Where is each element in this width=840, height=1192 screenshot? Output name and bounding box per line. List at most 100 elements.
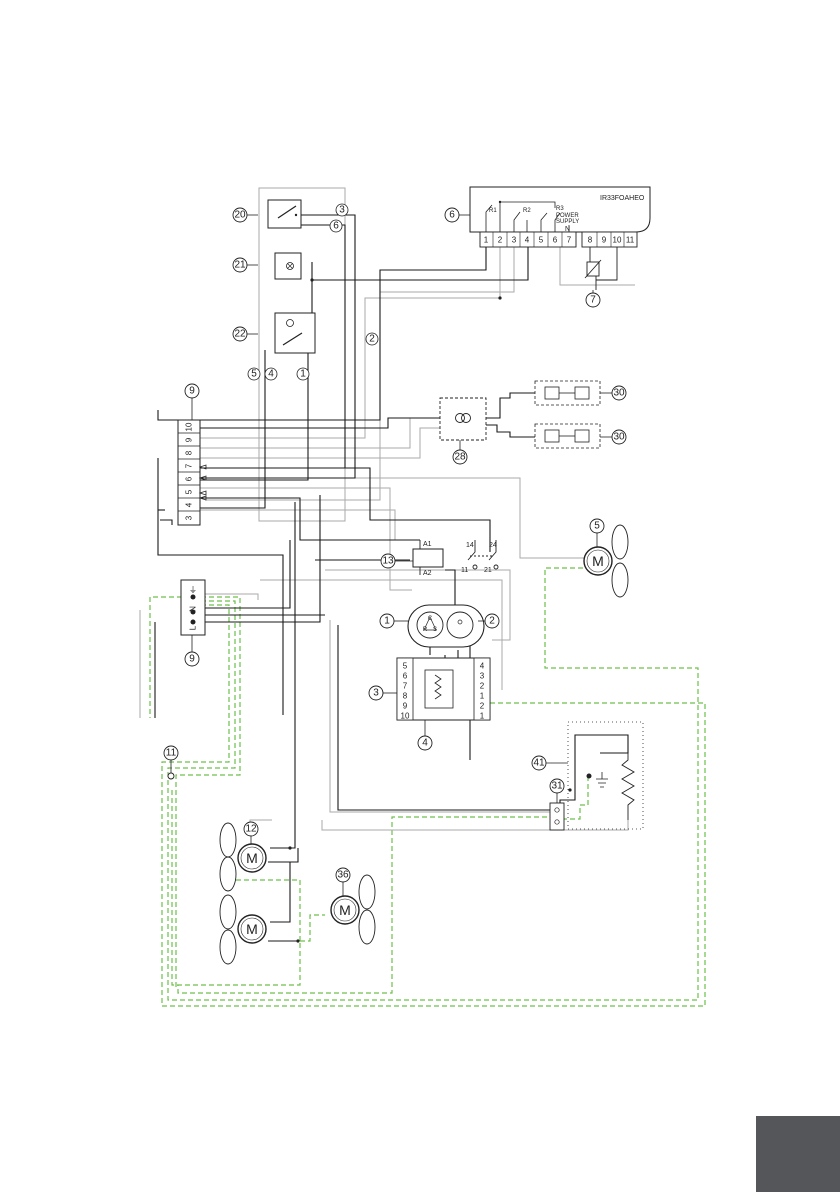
rl-5: 5 bbox=[403, 662, 408, 671]
relay-r1-label: R1 bbox=[489, 208, 497, 214]
tb-6: 6 bbox=[185, 476, 194, 481]
tb-4: 4 bbox=[185, 502, 194, 507]
transformer-28 bbox=[440, 398, 486, 440]
tb-7: 7 bbox=[185, 463, 194, 468]
tb-10: 10 bbox=[185, 422, 194, 431]
start-relay-3-4: 5 6 7 8 9 10 4 3 2 1 2 1 bbox=[397, 658, 490, 721]
rl-7: 7 bbox=[403, 682, 408, 691]
callout-6: 6 bbox=[449, 210, 455, 221]
fan-motor-5: M bbox=[584, 525, 628, 597]
rr-4: 4 bbox=[480, 662, 485, 671]
rl-8: 8 bbox=[403, 692, 408, 701]
motor-12a-label: M bbox=[246, 850, 258, 866]
relay-r2-label: R2 bbox=[523, 208, 531, 214]
ctrl-term-8: 8 bbox=[588, 236, 593, 245]
callout-9-upper: 9 bbox=[189, 386, 195, 397]
wire-2: 2 bbox=[369, 334, 375, 345]
ctrl-term-2: 2 bbox=[498, 236, 503, 245]
wire-numbers: 3 6 2 5 4 1 bbox=[248, 204, 378, 380]
callout-2: 2 bbox=[489, 616, 495, 627]
callout-12: 12 bbox=[245, 824, 257, 835]
comp-c: C bbox=[428, 616, 433, 622]
callout-30-bottom: 30 bbox=[613, 432, 625, 443]
wire-1: 1 bbox=[300, 369, 306, 380]
ctrl-term-3: 3 bbox=[512, 236, 517, 245]
ctrl-term-1: 1 bbox=[484, 236, 489, 245]
callout-22: 22 bbox=[234, 329, 246, 340]
rr-2: 2 bbox=[480, 682, 485, 691]
ctrl-term-6: 6 bbox=[553, 236, 558, 245]
ctrl-term-10: 10 bbox=[613, 236, 622, 245]
callout-41: 41 bbox=[533, 758, 545, 769]
wire-5: 5 bbox=[251, 369, 257, 380]
comp-r: R bbox=[423, 627, 428, 633]
power-block: ⏚ N L bbox=[181, 580, 205, 635]
fan-motor-12a: M bbox=[220, 823, 266, 891]
tb-3: 3 bbox=[185, 515, 194, 520]
callout-4: 4 bbox=[422, 738, 428, 749]
page-tab bbox=[756, 1116, 840, 1192]
callout-20: 20 bbox=[234, 210, 246, 221]
callouts: 20 21 22 6 7 9 9 28 30 30 5 13 1 2 3 4 4… bbox=[164, 208, 626, 896]
callout-30-top: 30 bbox=[613, 388, 625, 399]
rr-1: 1 bbox=[480, 692, 485, 701]
callout-7: 7 bbox=[590, 295, 596, 306]
motor-36-label: M bbox=[339, 902, 351, 918]
callout-36: 36 bbox=[337, 870, 349, 881]
fan-motor-36: M bbox=[331, 875, 375, 944]
controller-model: IR33FOAHEO bbox=[600, 195, 645, 202]
tb-8: 8 bbox=[185, 450, 194, 455]
coil-a2: A2 bbox=[423, 570, 432, 577]
heater-30-top bbox=[535, 381, 600, 405]
tb-9: 9 bbox=[185, 437, 194, 442]
ctrl-term-5: 5 bbox=[539, 236, 544, 245]
ctrl-term-4: 4 bbox=[525, 236, 530, 245]
tb-5: 5 bbox=[185, 489, 194, 494]
heater-30-bottom bbox=[535, 424, 600, 448]
contact-14: 14 bbox=[466, 542, 474, 549]
rr-1b: 1 bbox=[480, 712, 485, 721]
contact-11: 11 bbox=[461, 567, 468, 574]
terminal-11 bbox=[168, 773, 174, 779]
callout-3: 3 bbox=[373, 688, 379, 699]
callout-31: 31 bbox=[551, 781, 563, 792]
rl-10: 10 bbox=[401, 712, 410, 721]
heater-41 bbox=[568, 722, 643, 829]
callout-13: 13 bbox=[382, 556, 394, 567]
rr-2b: 2 bbox=[480, 702, 485, 711]
rl-6: 6 bbox=[403, 672, 408, 681]
callout-5: 5 bbox=[594, 521, 600, 532]
controller-6: IR33FOAHEO 1 2 3 4 5 6 7 8 9 10 11 R1 R2… bbox=[470, 187, 650, 247]
relay-r3-label: R3 bbox=[556, 206, 564, 212]
fan-motor-12b: M bbox=[220, 895, 266, 964]
grey-wires bbox=[140, 188, 635, 830]
comp-s: S bbox=[433, 627, 437, 633]
contact-21: 21 bbox=[484, 567, 492, 574]
pb-earth: ⏚ bbox=[189, 586, 197, 595]
callout-11: 11 bbox=[166, 748, 177, 759]
motor-12b-label: M bbox=[246, 921, 258, 937]
rl-9: 9 bbox=[403, 702, 408, 711]
callout-21: 21 bbox=[234, 260, 246, 271]
coil-a1: A1 bbox=[423, 541, 432, 548]
callout-28: 28 bbox=[454, 452, 466, 463]
pb-live: L bbox=[189, 625, 198, 630]
switch-lamp-22 bbox=[275, 313, 315, 353]
rr-3: 3 bbox=[480, 672, 485, 681]
switch-20 bbox=[268, 200, 301, 228]
terminal-block-upper: 10 9 8 7 6 5 4 3 bbox=[178, 420, 206, 525]
motor-5-label: M bbox=[592, 553, 604, 569]
callout-9-lower: 9 bbox=[189, 654, 195, 665]
ctrl-term-7: 7 bbox=[567, 236, 572, 245]
earth-terminal-31 bbox=[550, 803, 564, 830]
wire-3: 3 bbox=[339, 205, 345, 216]
wire-6: 6 bbox=[333, 221, 339, 232]
probe-7 bbox=[585, 247, 617, 290]
lamp-21 bbox=[275, 253, 301, 279]
compressor-1-capacitor-2: C R S bbox=[408, 605, 484, 647]
callout-1: 1 bbox=[384, 616, 390, 627]
ctrl-term-9: 9 bbox=[602, 236, 607, 245]
wire-4: 4 bbox=[268, 369, 274, 380]
